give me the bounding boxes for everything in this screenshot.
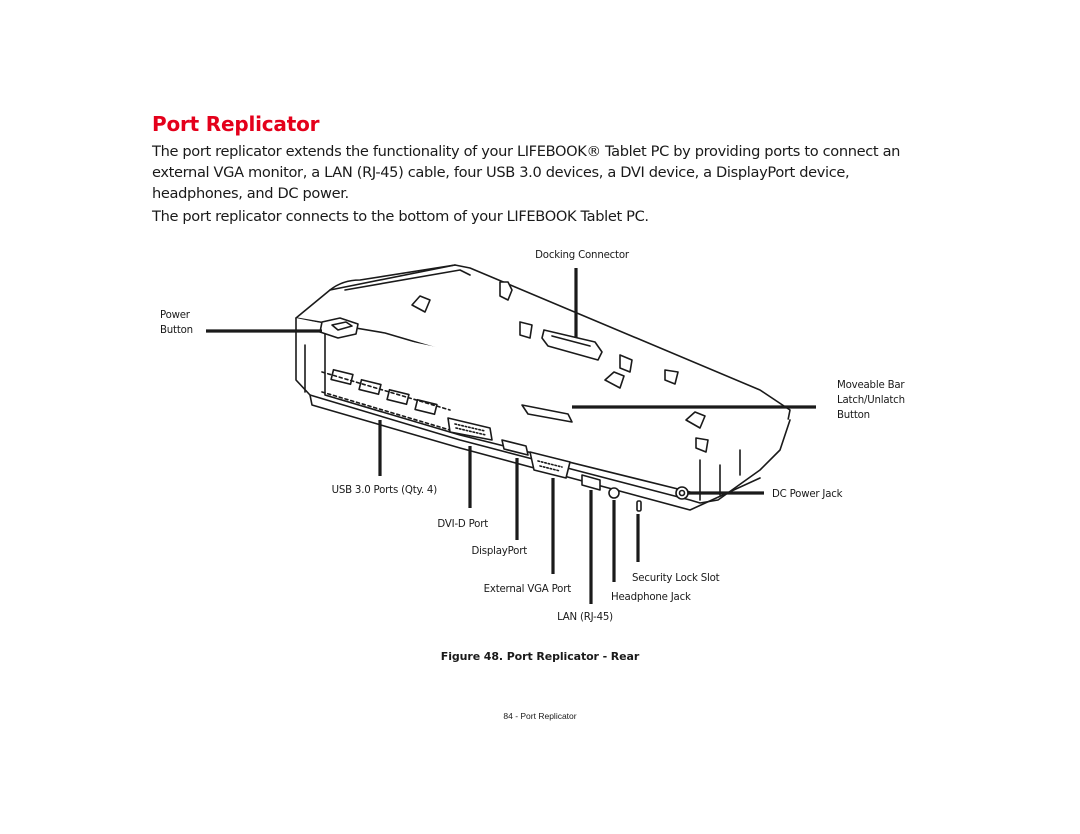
vga-port bbox=[529, 451, 571, 479]
intro-paragraph: The port replicator extends the function… bbox=[152, 143, 901, 202]
usb-port-1 bbox=[330, 368, 354, 386]
usb-port-4 bbox=[414, 398, 438, 416]
label-moveable-line3: Button bbox=[837, 410, 870, 421]
dc-jack-shape bbox=[675, 486, 689, 500]
latch-hook-1 bbox=[411, 295, 431, 313]
figure-caption: Figure 48. Port Replicator - Rear bbox=[440, 650, 640, 663]
latch-button bbox=[521, 404, 573, 423]
lan-port bbox=[581, 474, 601, 491]
displayport-port bbox=[501, 439, 529, 456]
label-lan-port: LAN (RJ-45) bbox=[557, 612, 613, 623]
page-title: Port Replicator bbox=[152, 112, 320, 136]
latch-hook-2 bbox=[499, 281, 513, 301]
label-headphone-jack: Headphone Jack bbox=[611, 592, 691, 603]
security-slot-shape bbox=[636, 500, 642, 512]
label-power-line2: Button bbox=[160, 325, 193, 336]
latch-hook-3 bbox=[519, 321, 533, 339]
label-power-line1: Power bbox=[160, 310, 191, 321]
headphone-jack-shape bbox=[608, 487, 620, 499]
label-external-vga-port: External VGA Port bbox=[484, 584, 572, 595]
connection-paragraph: The port replicator connects to the bott… bbox=[152, 208, 649, 225]
latch-hook-8 bbox=[695, 437, 709, 453]
label-displayport: DisplayPort bbox=[471, 546, 527, 557]
label-usb-ports: USB 3.0 Ports (Qty. 4) bbox=[332, 485, 438, 496]
usb-port-3 bbox=[386, 388, 410, 406]
page-footer: 84 - Port Replicator bbox=[503, 711, 577, 721]
latch-hook-6 bbox=[664, 369, 679, 385]
label-dvi-d-port: DVI-D Port bbox=[437, 519, 488, 530]
label-moveable-line1: Moveable Bar bbox=[837, 380, 905, 391]
latch-hook-7 bbox=[685, 411, 706, 429]
label-dc-power-jack: DC Power Jack bbox=[772, 489, 843, 500]
usb-ports-group bbox=[321, 368, 451, 431]
latch-hook-4 bbox=[619, 354, 633, 373]
label-security-lock-slot: Security Lock Slot bbox=[632, 573, 720, 584]
label-docking-connector: Docking Connector bbox=[535, 250, 630, 261]
latch-hook-5 bbox=[604, 371, 625, 389]
label-moveable-line2: Latch/Unlatch bbox=[837, 395, 905, 406]
